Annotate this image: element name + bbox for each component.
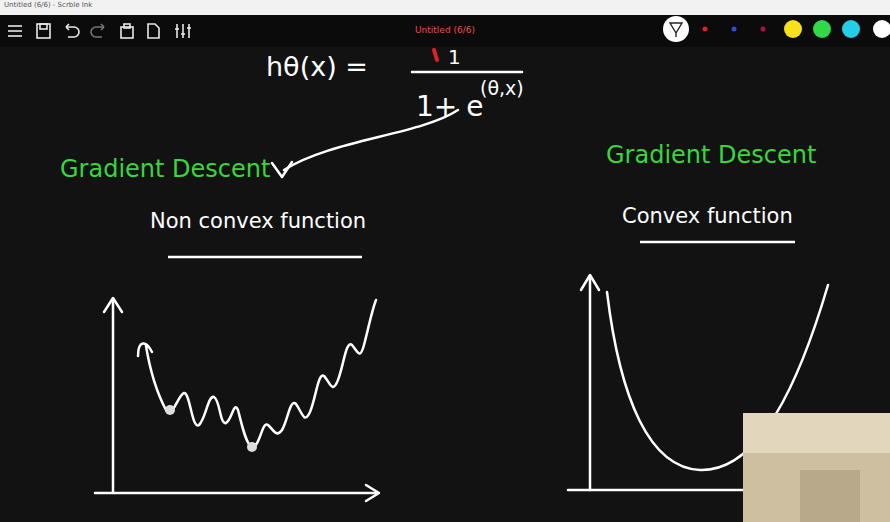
underline <box>640 241 795 244</box>
webcam-inset <box>743 413 890 522</box>
color-dot <box>761 27 766 32</box>
fraction-bar <box>412 71 522 74</box>
toolbar-icons <box>8 24 191 38</box>
toolbar <box>0 15 890 47</box>
webcam-shape <box>800 470 860 522</box>
color-dot <box>873 20 890 38</box>
arrow-head <box>272 162 292 177</box>
window-title: Untitled (6/6) - Scrble Ink <box>4 2 92 10</box>
underline <box>168 256 362 259</box>
pen-tool-icon <box>670 23 682 37</box>
color-dot <box>732 27 737 32</box>
chart-title: Convex function <box>622 205 793 228</box>
color-dot <box>813 20 831 38</box>
color-dot <box>842 20 860 38</box>
title-bar <box>0 0 890 15</box>
webcam-wall <box>743 413 890 453</box>
section-heading: Gradient Descent <box>60 156 270 182</box>
axes <box>568 275 745 490</box>
local-minimum-dot <box>165 405 175 415</box>
non-convex-curve <box>138 300 376 447</box>
color-dot <box>703 27 708 32</box>
numerator: 1 <box>448 46 461 68</box>
color-dot <box>784 20 802 38</box>
formula-lhs: hθ(x) = <box>266 52 368 82</box>
denominator: 1+ e <box>416 92 483 123</box>
document-name: Untitled (6/6) <box>415 26 475 36</box>
exponent: (θ,x) <box>480 78 524 99</box>
section-heading: Gradient Descent <box>606 142 816 168</box>
red-mark <box>434 50 437 60</box>
axes <box>95 298 379 501</box>
chart-title: Non convex function <box>150 210 366 233</box>
global-minimum-dot <box>247 442 257 452</box>
pen-tool <box>663 16 689 42</box>
